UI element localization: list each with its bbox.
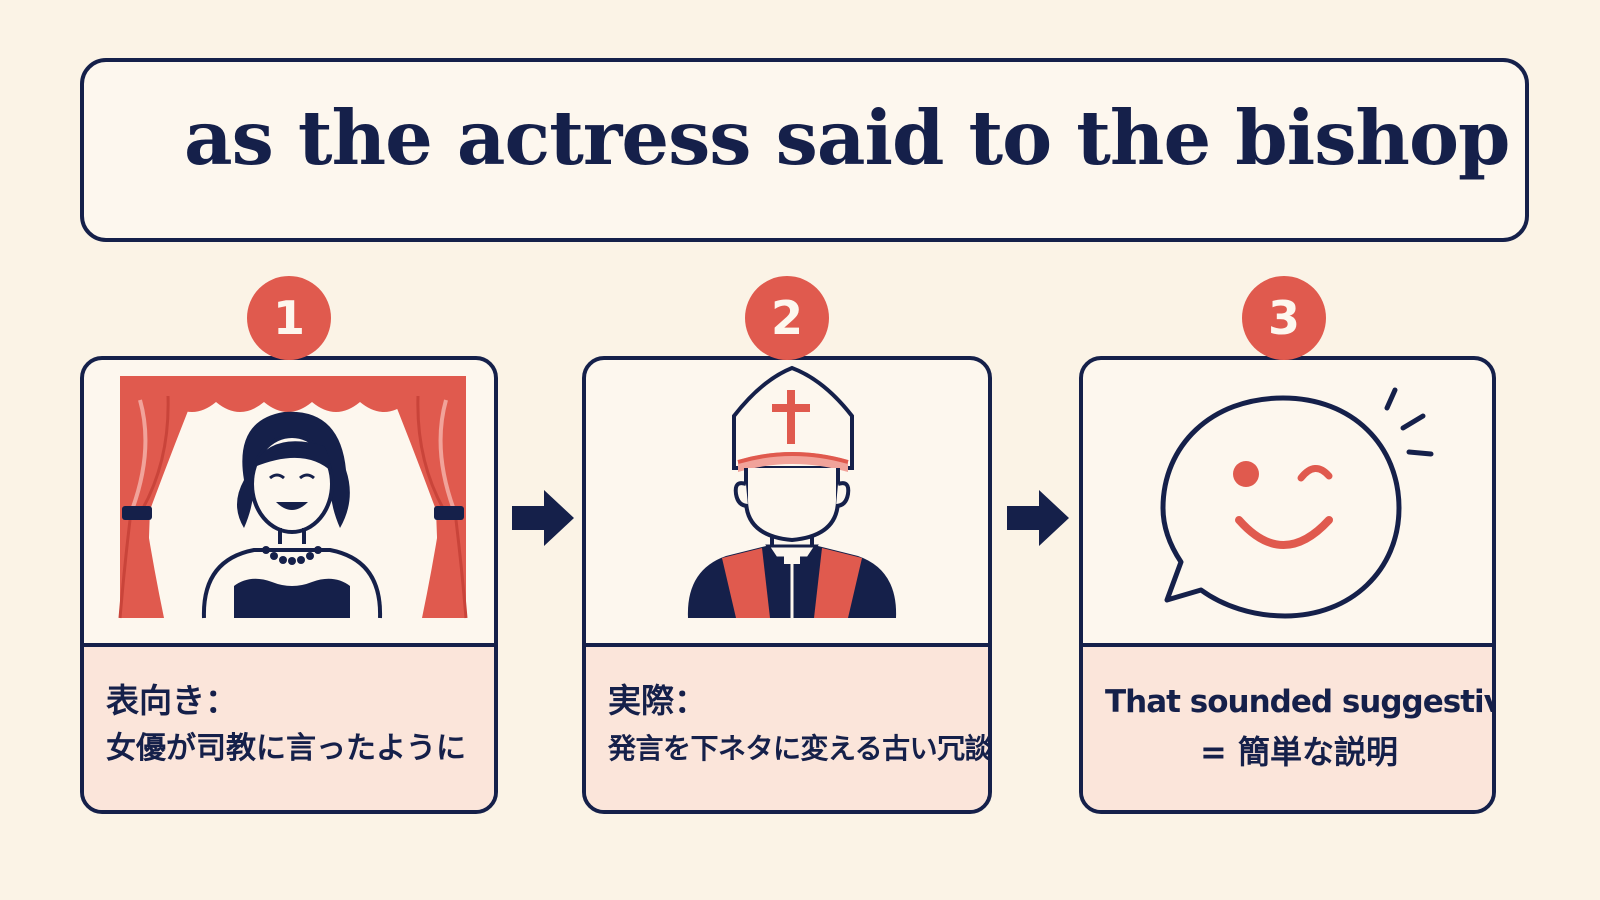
step-panel-2: 実際： 発言を下ネタに変える古い冗談 bbox=[582, 356, 992, 814]
winking-speech-bubble-icon bbox=[1160, 387, 1434, 619]
caption-text-japanese: = 簡単な説明 bbox=[1200, 733, 1398, 771]
step-caption-3: That sounded suggestive. = 簡単な説明 bbox=[1083, 643, 1492, 810]
step-badge-2: 2 bbox=[745, 276, 829, 360]
actress-icon bbox=[201, 411, 383, 619]
step-badge-1: 1 bbox=[247, 276, 331, 360]
title-box: as the actress said to the bishop bbox=[80, 58, 1529, 242]
caption-label: 表向き： bbox=[106, 681, 238, 720]
page-title: as the actress said to the bishop bbox=[184, 94, 1510, 182]
caption-text: 女優が司教に言ったように bbox=[106, 731, 466, 766]
bishop-illustration bbox=[586, 360, 988, 647]
winking-bubble-illustration bbox=[1083, 360, 1492, 647]
step-badge-3: 3 bbox=[1242, 276, 1326, 360]
actress-illustration bbox=[84, 360, 494, 647]
caption-label: 実際： bbox=[608, 681, 707, 720]
stage-curtain-icon bbox=[118, 376, 468, 619]
caption-text-english: That sounded suggestive. bbox=[1105, 684, 1496, 720]
arrow-right-icon bbox=[1007, 490, 1069, 546]
step-panel-3: That sounded suggestive. = 簡単な説明 bbox=[1079, 356, 1496, 814]
caption-text: 発言を下ネタに変える古い冗談 bbox=[608, 732, 992, 765]
arrow-right-icon bbox=[512, 490, 574, 546]
step-caption-2: 実際： 発言を下ネタに変える古い冗談 bbox=[586, 643, 988, 810]
bishop-icon bbox=[687, 365, 897, 618]
step-panel-1: 表向き： 女優が司教に言ったように bbox=[80, 356, 498, 814]
step-caption-1: 表向き： 女優が司教に言ったように bbox=[84, 643, 494, 810]
